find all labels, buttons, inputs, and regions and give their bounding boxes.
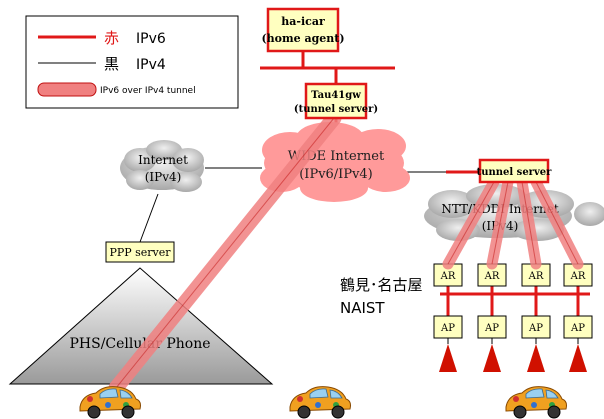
- antenna-icon: [483, 344, 501, 372]
- car-icon-1: [79, 386, 141, 419]
- ap-label: AP: [484, 323, 499, 334]
- node-tau41gw: Tau41gw (tunnel server): [294, 82, 378, 120]
- ar-label: AR: [484, 271, 500, 282]
- legend-ipv4-char: 黒: [104, 55, 119, 73]
- car-icon-3: [505, 386, 567, 419]
- legend-ipv4-label: IPv4: [136, 57, 166, 73]
- site-label-tsurumi-nagoya: 鶴見･名古屋: [340, 276, 423, 294]
- legend-ipv6-label: IPv6: [136, 31, 166, 47]
- node-ha-icar: ha-icar (home agent): [261, 7, 345, 53]
- legend-tunnel-label: IPv6 over IPv4 tunnel: [100, 86, 196, 96]
- cloud-internet-left-line1: Internet: [138, 153, 188, 167]
- ha-icar-line1: ha-icar: [281, 15, 325, 28]
- ap-label: AP: [528, 323, 543, 334]
- node-tunnel-server-right: tunnel server: [477, 158, 553, 184]
- cloud-internet-left: Internet (IPv4): [120, 140, 204, 192]
- site-label-naist: NAIST: [340, 299, 385, 317]
- ap-box-4: AP: [563, 315, 593, 339]
- tunnel-server-right-label: tunnel server: [477, 167, 553, 178]
- ap-label: AP: [440, 323, 455, 334]
- ha-icar-line2: (home agent): [261, 32, 344, 45]
- antenna-icon: [569, 344, 587, 372]
- ppp-server-label: PPP server: [109, 246, 171, 259]
- phs-cellular-area: PHS/Cellular Phone: [8, 267, 274, 385]
- ap-box-3: AP: [521, 315, 551, 339]
- ar-label: AR: [570, 271, 586, 282]
- car-icon-2: [289, 386, 351, 419]
- antenna-icon: [439, 344, 457, 372]
- ar-label: AR: [440, 271, 456, 282]
- tau41gw-line1: Tau41gw: [311, 90, 361, 101]
- cloud-wide: WIDE Internet (IPv6/IPv4): [260, 122, 410, 202]
- cloud-ntt-kddi: NTT/KDDI Internet (IPv4): [424, 184, 604, 241]
- legend: 赤 IPv6 黒 IPv4 IPv6 over IPv4 tunnel: [25, 15, 239, 109]
- tunnels: [108, 110, 584, 396]
- ar-label: AR: [528, 271, 544, 282]
- phs-label: PHS/Cellular Phone: [69, 336, 210, 352]
- cloud-wide-line2: (IPv6/IPv4): [299, 167, 373, 182]
- node-ppp-server: PPP server: [105, 241, 175, 263]
- tau41gw-line2: (tunnel server): [294, 104, 378, 115]
- legend-tunnel-swatch: [37, 82, 97, 97]
- antenna-icon: [527, 344, 545, 372]
- ap-box-1: AP: [433, 315, 463, 339]
- ap-label: AP: [570, 323, 585, 334]
- cloud-internet-left-line2: (IPv4): [145, 170, 182, 184]
- legend-ipv6-char: 赤: [104, 29, 119, 47]
- access-network: AR AP AR AP AR AP AR AP: [433, 263, 593, 372]
- ap-box-2: AP: [477, 315, 507, 339]
